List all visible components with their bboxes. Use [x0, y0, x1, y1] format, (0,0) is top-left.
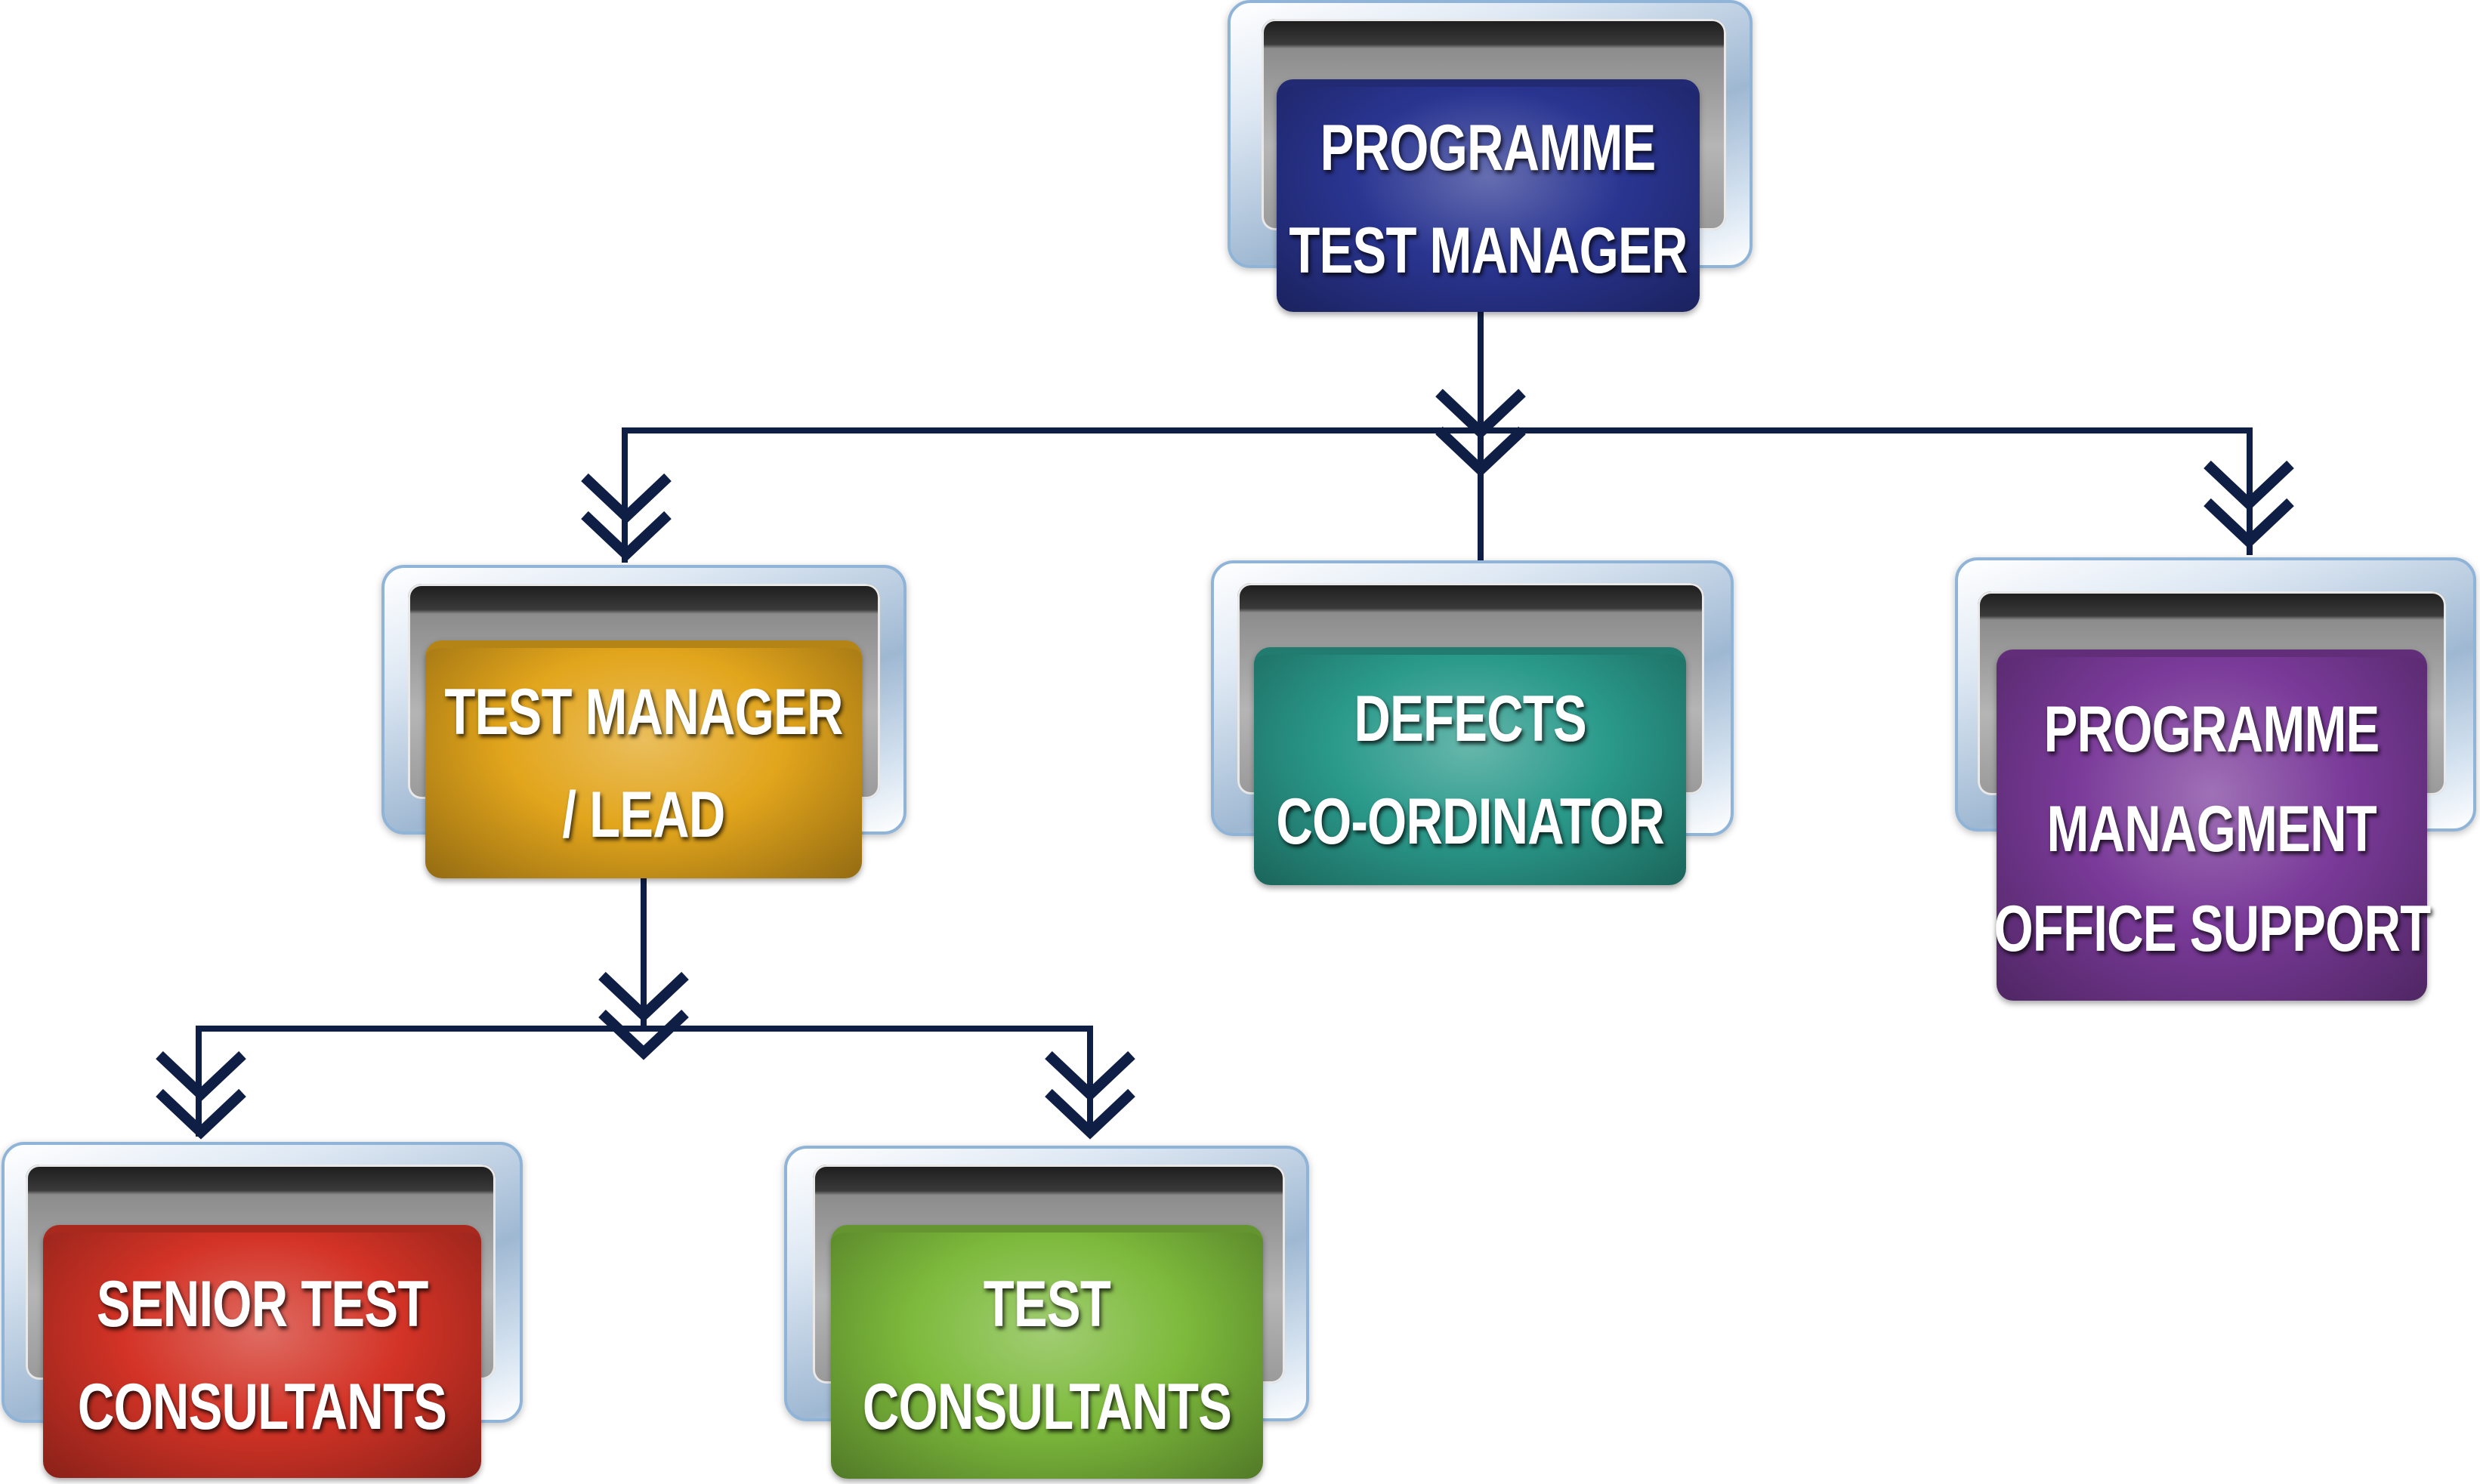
- node-label-line: TEST MANAGER: [1289, 214, 1688, 287]
- arrow-chevron-icon: [1435, 388, 1526, 440]
- node-label-line: PROGRAMME: [1320, 112, 1657, 184]
- arrow-chevron-icon: [1045, 1051, 1135, 1102]
- node-label-line: TEST MANAGER: [444, 675, 843, 748]
- node-label-line: PROGRAMME: [2044, 693, 2380, 766]
- node-label-line: CO-ORDINATOR: [1276, 785, 1664, 858]
- node-label-line: OFFICE SUPPORT: [1994, 892, 2431, 965]
- node-label-line: MANAGMENT: [2046, 792, 2377, 865]
- node-card: PROGRAMME MANAGMENT OFFICE SUPPORT: [1994, 649, 2431, 1001]
- arrow-chevron-icon: [598, 1009, 689, 1060]
- node-label-line: SENIOR TEST: [96, 1267, 428, 1341]
- node-card: PROGRAMME TEST MANAGER: [1277, 79, 1700, 312]
- node-card: TEST CONSULTANTS: [831, 1225, 1263, 1479]
- node-card: TEST MANAGER / LEAD: [425, 640, 862, 878]
- node-label-line: DEFECTS: [1354, 682, 1586, 755]
- arrow-chevron-icon: [2204, 498, 2294, 549]
- node-card: DEFECTS CO-ORDINATOR: [1254, 647, 1686, 885]
- arrow-chevron-icon: [598, 971, 689, 1023]
- connector-bus-lead: [196, 1026, 1093, 1137]
- arrow-chevron-icon: [156, 1088, 246, 1140]
- arrow-chevron-icon: [1045, 1088, 1135, 1140]
- arrow-chevron-icon: [156, 1051, 246, 1102]
- node-label-line: / LEAD: [562, 778, 725, 851]
- node-label-line: CONSULTANTS: [862, 1371, 1232, 1443]
- arrow-chevron-icon: [581, 511, 672, 562]
- node-card: SENIOR TEST CONSULTANTS: [43, 1225, 481, 1478]
- arrow-chevron-icon: [2204, 460, 2294, 511]
- arrow-chevron-icon: [581, 473, 672, 524]
- connector-bus-top: [622, 427, 2253, 563]
- arrow-chevron-icon: [1435, 426, 1526, 477]
- node-label-line: CONSULTANTS: [77, 1370, 447, 1443]
- node-label-line: TEST: [983, 1268, 1111, 1341]
